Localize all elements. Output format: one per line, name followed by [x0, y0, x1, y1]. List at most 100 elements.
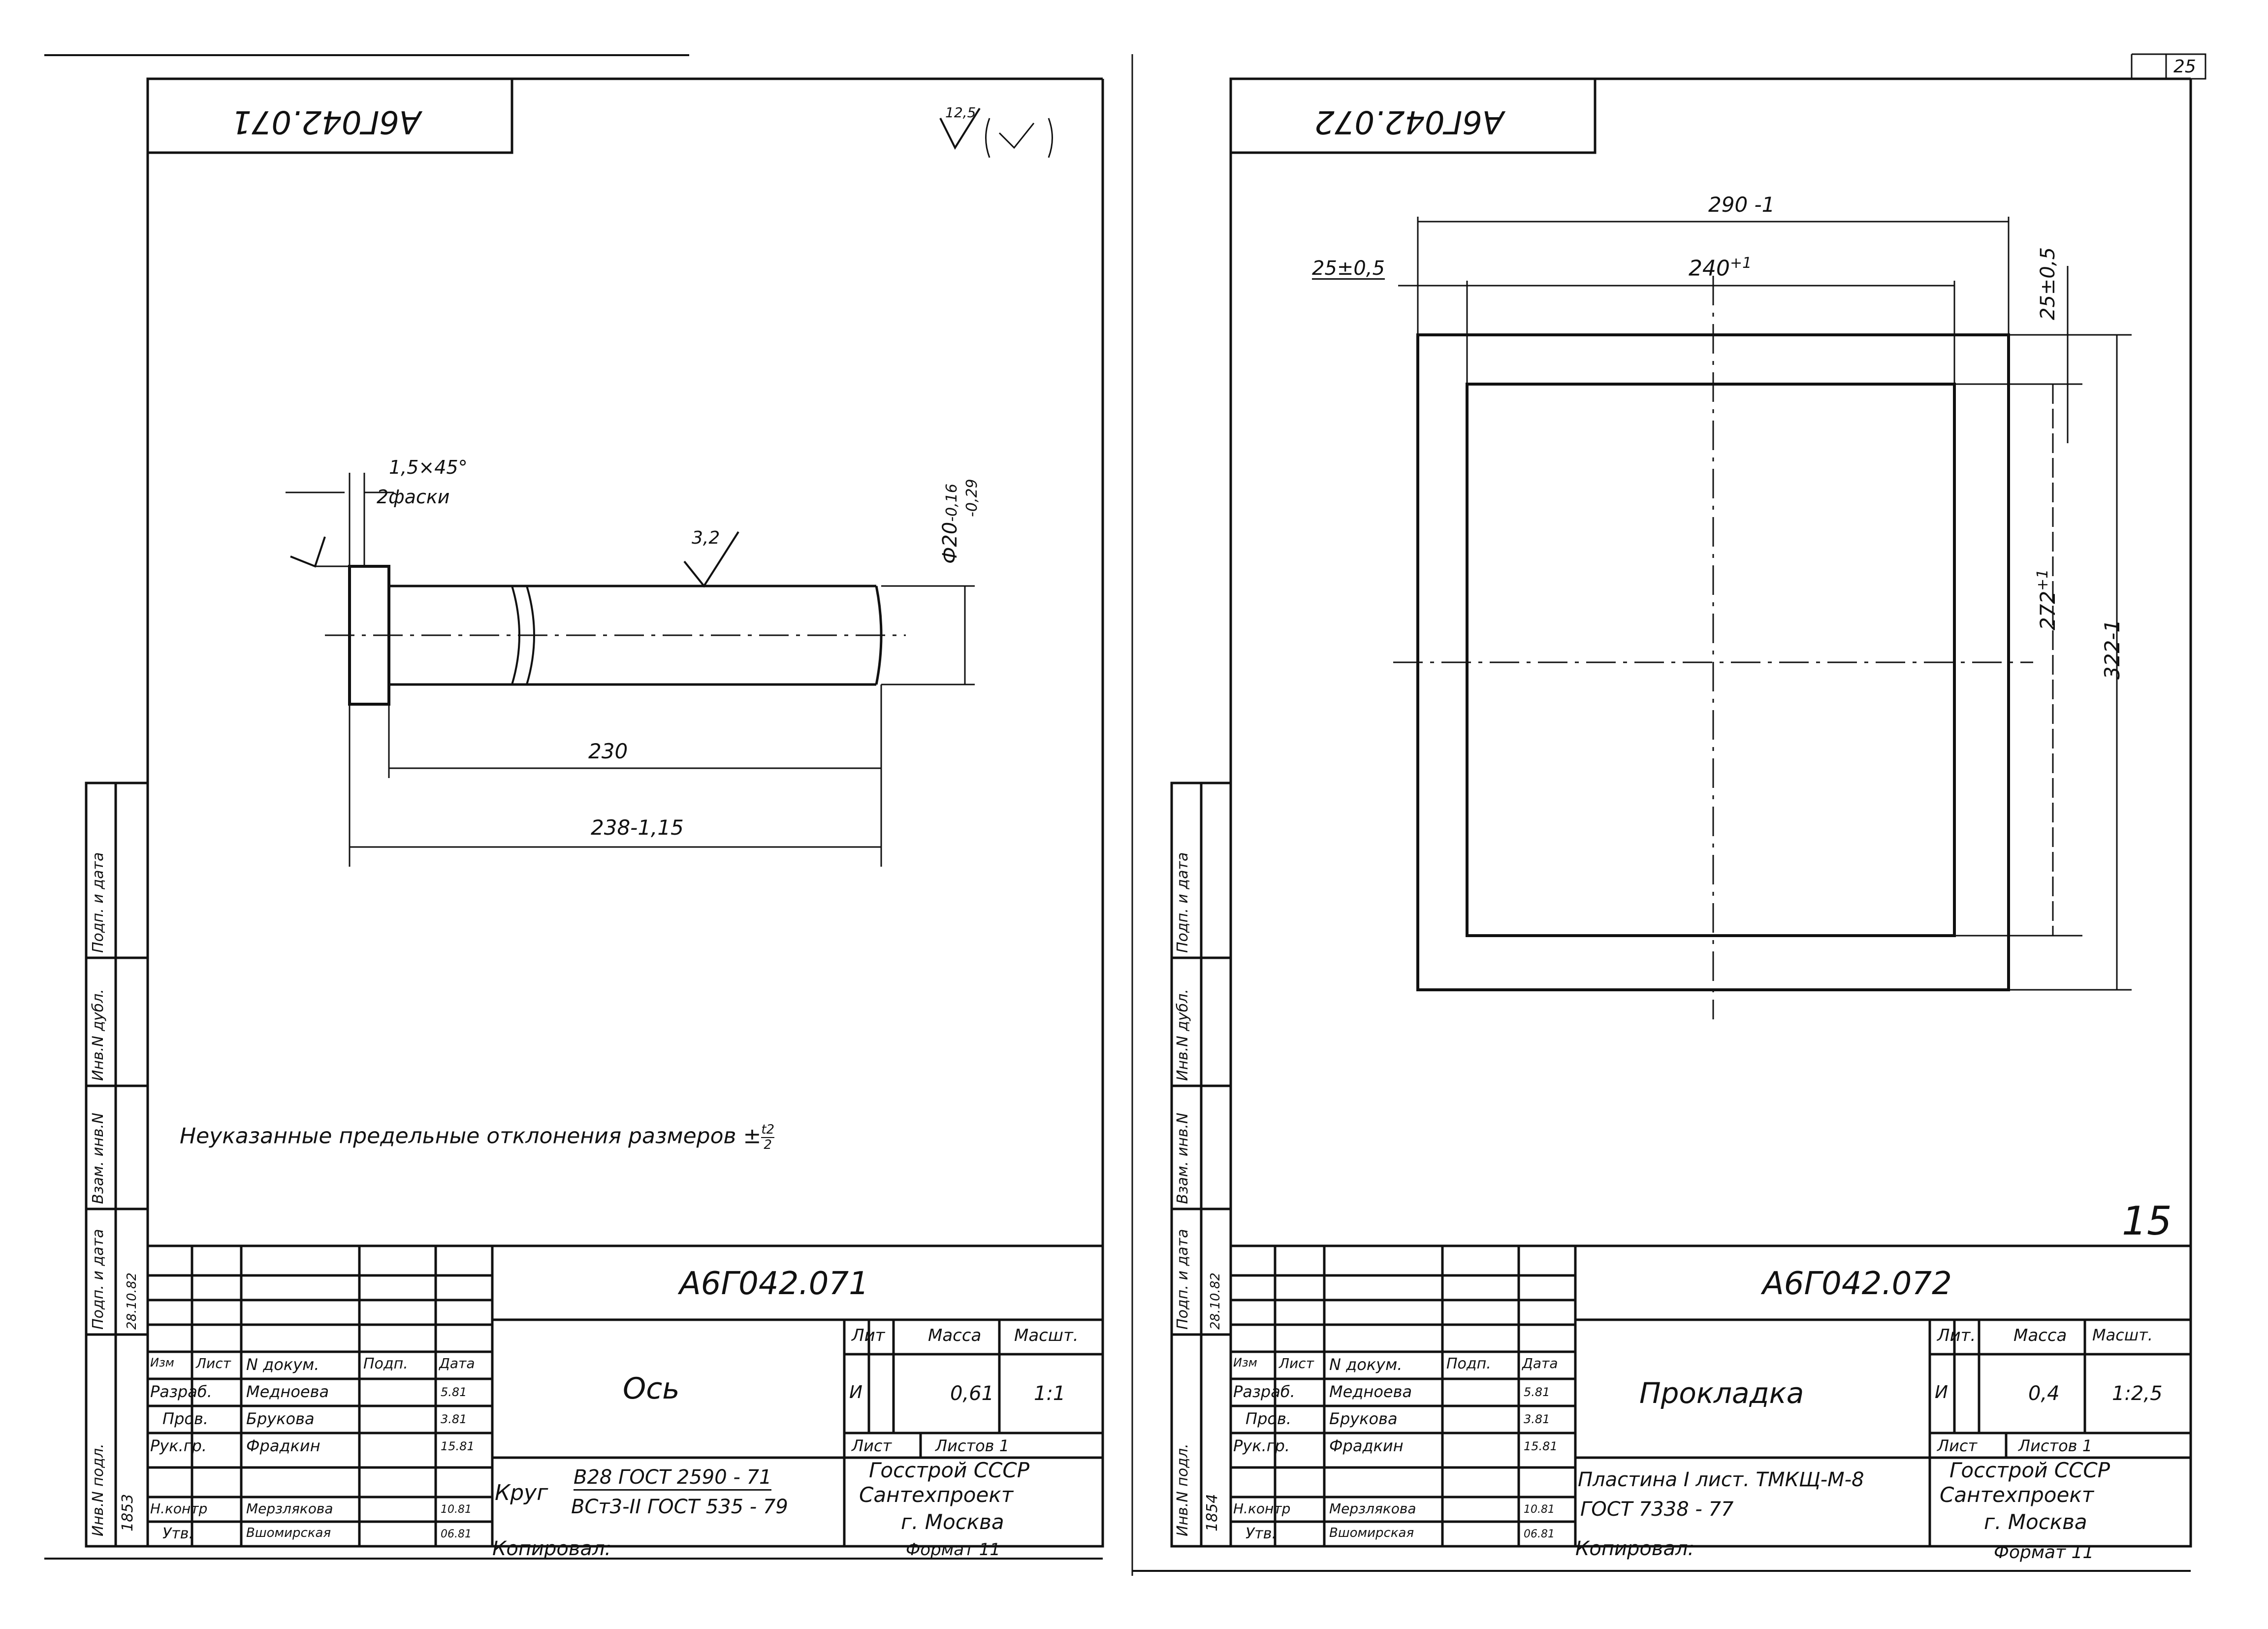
right-hdr-doc: N докум.: [1329, 1355, 1403, 1374]
right-hdr-list: Лист: [1279, 1355, 1314, 1371]
left-chamfer-count: 2фаски: [377, 486, 450, 508]
right-side-label-3: Взам. инв.N: [1174, 1112, 1191, 1204]
left-mass: 0,61: [950, 1382, 994, 1405]
left-stamp-code: А6Г042.071: [231, 103, 421, 140]
left-side-inv: 1853: [119, 1494, 136, 1531]
left-row-date-3: 15.81: [441, 1439, 475, 1453]
right-row-role-1: Разраб.: [1233, 1382, 1295, 1401]
left-title-code: А6Г042.071: [679, 1266, 869, 1302]
left-row-role-4: Н.контр: [150, 1500, 208, 1517]
left-tolerance-note: Неуказанные предельные отклонения размер…: [180, 1122, 775, 1152]
right-hdr-izm: Изм: [1233, 1356, 1257, 1369]
right-row-date-5: 06.81: [1524, 1528, 1555, 1540]
right-side-label-1: Инв.N подл.: [1174, 1443, 1191, 1536]
right-org2: Сантехпроект: [1940, 1483, 2094, 1507]
right-side-inv: 1854: [1204, 1494, 1221, 1531]
right-format: Формат 11: [1994, 1542, 2094, 1563]
left-hdr-podp: Подп.: [363, 1355, 408, 1372]
right-scale: 1:2,5: [2112, 1382, 2163, 1405]
left-org3: г. Москва: [901, 1510, 1004, 1534]
left-chamfer-label: 1,5×45°: [389, 456, 468, 478]
left-side-label-2: Подп. и дата: [90, 1229, 107, 1330]
left-hdr-data: Дата: [439, 1355, 475, 1371]
right-dim-290: 290 -1: [1708, 193, 1775, 217]
left-hdr-izm: Изм: [150, 1356, 174, 1369]
left-row-role-2: Пров.: [162, 1409, 208, 1428]
left-format: Формат 11: [906, 1540, 1001, 1560]
right-row-date-3: 15.81: [1524, 1439, 1558, 1453]
left-row-date-1: 5.81: [441, 1385, 467, 1399]
right-dim-25a: 25±0,5: [1312, 257, 1385, 280]
left-dim-230: 230: [588, 739, 628, 763]
left-side-date: 28.10.82: [125, 1272, 139, 1330]
left-note-frac-num: t2: [761, 1122, 775, 1138]
left-sheet-label: Лист: [852, 1436, 892, 1455]
right-row-name-4: Мерзлякова: [1329, 1500, 1416, 1517]
right-stamp-code: А6Г042.072: [1314, 103, 1504, 140]
right-dim-272-tol: +1: [2034, 569, 2051, 591]
left-side-label-1: Инв.N подл.: [90, 1443, 107, 1536]
right-row-name-3: Фрадкин: [1329, 1436, 1404, 1455]
right-dim-272-value: 272: [2036, 590, 2060, 630]
left-diameter-tol-lower: -0,29: [963, 479, 981, 517]
left-lit: И: [849, 1382, 862, 1402]
left-sheets-label: Листов 1: [935, 1436, 1010, 1455]
left-row-name-3: Фрадкин: [246, 1436, 320, 1455]
right-sheet-label: Лист: [1937, 1436, 1978, 1455]
left-mass-header: Масса: [928, 1326, 982, 1345]
page-number: 25: [2173, 57, 2196, 77]
left-scale: 1:1: [1034, 1382, 1066, 1405]
right-org1: Госстрой СССР: [1949, 1458, 2110, 1482]
right-dim-25b: 25±0,5: [2037, 247, 2059, 320]
right-row-role-2: Пров.: [1246, 1409, 1291, 1428]
left-material-top: В28 ГОСТ 2590 - 71: [574, 1467, 772, 1491]
right-side-date: 28.10.82: [1208, 1272, 1223, 1330]
left-row-date-4: 10.81: [441, 1503, 472, 1516]
left-material-prefix: Круг: [495, 1480, 548, 1505]
right-hdr-data: Дата: [1522, 1355, 1558, 1371]
left-diameter-label: Ф20-0,16: [939, 484, 961, 564]
right-material-line2: ГОСТ 7338 - 77: [1580, 1498, 1734, 1521]
left-row-date-5: 06.81: [441, 1528, 472, 1540]
right-copied: Копировал:: [1575, 1537, 1695, 1560]
left-copied: Копировал:: [492, 1537, 612, 1560]
left-row-name-5: Вшомирская: [246, 1526, 331, 1540]
right-sheets-label: Листов 1: [2018, 1436, 2093, 1455]
right-row-date-4: 10.81: [1524, 1503, 1555, 1516]
left-scale-header: Масшт.: [1014, 1326, 1079, 1345]
left-row-role-1: Разраб.: [150, 1382, 212, 1401]
left-side-label-4: Инв.N дубл.: [90, 989, 107, 1081]
right-dim-240-tol: +1: [1729, 255, 1752, 272]
left-diameter-tol-upper: -0,16: [943, 484, 960, 522]
left-hdr-list: Лист: [196, 1355, 231, 1371]
left-surface-mark: 3,2: [692, 528, 720, 548]
left-diameter-value: Ф20: [939, 521, 961, 564]
right-dim-240: 240+1: [1689, 256, 1752, 280]
left-title-name: Ось: [623, 1371, 680, 1406]
right-material-line1: Пластина I лист. ТМКЩ-М-8: [1578, 1468, 1864, 1491]
left-material-bottom: ВСт3-II ГОСТ 535 - 79: [571, 1496, 788, 1518]
right-row-name-2: Брукова: [1329, 1409, 1398, 1428]
right-dim-272: 272+1: [2034, 569, 2060, 630]
right-mark: 15: [2122, 1198, 2172, 1244]
right-mass: 0,4: [2028, 1382, 2060, 1405]
right-scale-header: Масшт.: [2092, 1326, 2153, 1344]
right-side-label-4: Инв.N дубл.: [1174, 989, 1191, 1081]
left-dim-238: 238-1,15: [591, 815, 684, 840]
right-row-date-2: 3.81: [1524, 1412, 1550, 1426]
right-title-name: Прокладка: [1639, 1376, 1804, 1410]
right-title-code: А6Г042.072: [1762, 1266, 1952, 1302]
left-row-role-3: Рук.гр.: [150, 1436, 207, 1455]
left-roughness-value: 12,5: [945, 104, 976, 121]
right-side-label-5: Подп. и дата: [1174, 852, 1191, 953]
right-dim-322: 322-1: [2100, 619, 2124, 680]
right-row-date-1: 5.81: [1524, 1385, 1550, 1399]
right-hdr-podp: Подп.: [1446, 1355, 1491, 1372]
left-note-text: Неуказанные предельные отклонения размер…: [180, 1123, 762, 1149]
right-lit: И: [1935, 1382, 1948, 1402]
left-row-role-5: Утв.: [162, 1525, 193, 1542]
right-row-role-5: Утв.: [1246, 1525, 1277, 1542]
left-note-frac-den: 2: [764, 1137, 772, 1152]
left-org1: Госстрой СССР: [869, 1458, 1030, 1482]
